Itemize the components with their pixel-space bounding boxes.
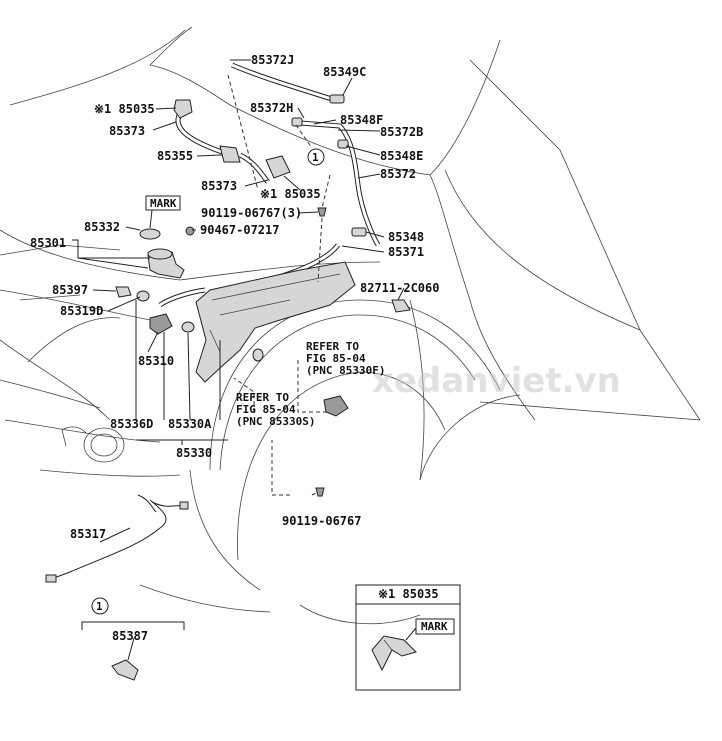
hose-joint-348f [291,117,303,127]
inset-nozzle-drawing [371,635,417,672]
grommet-85319d [136,290,150,302]
part-labels: 85372J 85349C ※1 85035 85372H 85348F 853… [30,53,439,643]
label-85373-lower: 85373 [201,179,237,193]
label-85317: 85317 [70,527,106,541]
grommet-85397 [115,286,132,298]
refer-a-line3: (PNC 85330F) [306,364,385,377]
mark-label-inset: MARK [421,620,448,633]
mark-box-inset [415,618,455,635]
washer-nozzle-lower [265,155,291,179]
clip-90467 [185,226,195,236]
ref-circle-1-lower-text: 1 [96,600,103,613]
wiring-harness [45,494,189,583]
label-85348F: 85348F [340,113,383,127]
label-85372J: 85372J [251,53,294,67]
harness-connector [45,574,57,583]
label-85332: 85332 [84,220,120,234]
label-85372B: 85372B [380,125,423,139]
label-90467: 90467-07217 [200,223,279,237]
label-85348E: 85348E [380,149,423,163]
label-82711: 82711-2C060 [360,281,439,295]
inset-title: ※1 85035 [378,587,439,601]
screw-90119-upper [317,207,327,217]
mark-label-upper: MARK [150,197,177,210]
refer-b-line2: FIG 85-04 [236,403,296,416]
label-85301: 85301 [30,236,66,250]
gasket-85330a [181,321,195,333]
label-85319D: 85319D [60,304,103,318]
label-90119-upper: 90119-06767(3) [201,206,302,220]
hose-connector [219,145,241,163]
hose-joint-349c [329,94,345,104]
screw-90119-lower [315,487,325,497]
mark-box-upper [145,195,181,211]
label-85373-upper: 85373 [109,124,145,138]
refer-a-line1: REFER TO [306,340,359,353]
reference-circles: 1 1 [91,148,325,615]
bracket-82711 [391,299,411,313]
watermark: xedanviet.vn [372,361,621,401]
label-85372H: 85372H [250,101,293,115]
washer-motor [149,313,173,335]
leader-lines [72,59,405,661]
clip-85387 [111,659,139,681]
washer-parts [111,94,411,681]
refer-a-line2: FIG 85-04 [306,352,366,365]
label-85348: 85348 [388,230,424,244]
ref-circle-1-upper-text: 1 [312,151,319,164]
inset-frame [355,584,461,691]
label-85371: 85371 [388,245,424,259]
label-85349C: 85349C [323,65,366,79]
label-90119-lower: 90119-06767 [282,514,361,528]
label-85397: 85397 [52,283,88,297]
label-85387: 85387 [112,629,148,643]
washer-reservoir [195,261,356,383]
label-85330A: 85330A [168,417,212,431]
label-85372: 85372 [380,167,416,181]
washer-pump-85330f [323,395,349,417]
ref-circle-1-upper [307,148,325,166]
ref-circle-1-lower [91,597,109,615]
hose-joint-348 [351,227,367,237]
refer-b-line1: REFER TO [236,391,289,404]
label-85035-lower: ※1 85035 [260,187,321,201]
washer-cap [139,228,161,240]
refer-b-line3: (PNC 85330S) [236,415,315,428]
label-85330: 85330 [176,446,212,460]
inset-85035: ※1 85035 MARK [355,584,461,691]
label-85035-upper: ※1 85035 [94,102,155,116]
vehicle-body-outline [0,26,701,625]
hose-clip-348e [337,139,349,149]
label-85336D: 85336D [110,417,153,431]
label-85355: 85355 [157,149,193,163]
label-85310: 85310 [138,354,174,368]
